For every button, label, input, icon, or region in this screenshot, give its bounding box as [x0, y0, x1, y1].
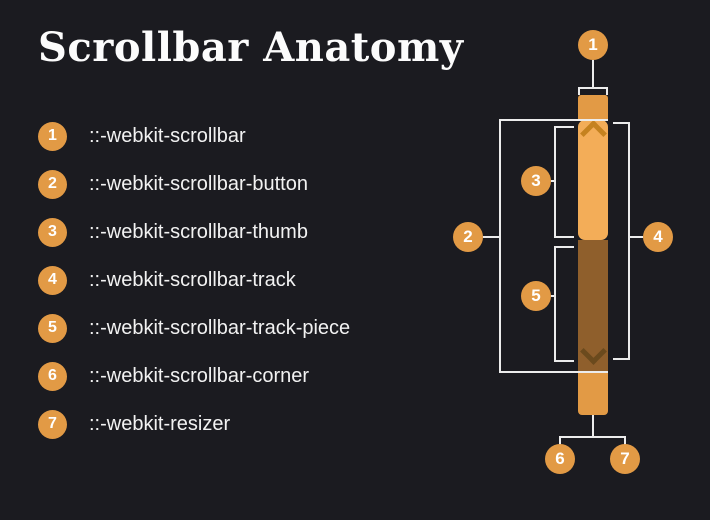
legend-item-number-badge: 3 — [38, 217, 67, 247]
legend-item-number-badge: 6 — [38, 361, 67, 391]
connector-line — [499, 119, 501, 373]
legend-item: 5 ::-webkit-scrollbar-track-piece — [38, 304, 350, 352]
connector-line — [554, 236, 574, 238]
connector-line — [554, 246, 556, 362]
legend-item: 1 ::-webkit-scrollbar — [38, 112, 350, 160]
connector-line — [554, 246, 574, 248]
legend-item-number-badge: 4 — [38, 265, 67, 295]
legend-item-label: ::-webkit-scrollbar-track — [89, 268, 296, 291]
connector-line — [499, 371, 608, 373]
connector-line — [613, 122, 630, 124]
connector-line — [554, 126, 556, 238]
page-title: Scrollbar Anatomy — [38, 24, 464, 71]
callout-2: 2 — [453, 222, 483, 252]
connector-line — [624, 436, 626, 445]
legend-item: 7 ::-webkit-resizer — [38, 400, 350, 448]
legend-item-label: ::-webkit-scrollbar-track-piece — [89, 316, 351, 339]
connector-line — [613, 358, 630, 360]
legend-item-label: ::-webkit-resizer — [89, 412, 231, 435]
legend-item-number-badge: 5 — [38, 313, 67, 343]
connector-line — [483, 236, 500, 238]
legend-item-number-badge: 2 — [38, 169, 67, 199]
connector-line — [551, 180, 556, 182]
connector-line — [578, 87, 608, 89]
legend-item-number-badge: 1 — [38, 121, 67, 151]
callout-5: 5 — [521, 281, 551, 311]
legend: 1 ::-webkit-scrollbar 2 ::-webkit-scroll… — [38, 112, 350, 448]
connector-line — [606, 87, 608, 95]
connector-line — [628, 122, 630, 360]
legend-item: 2 ::-webkit-scrollbar-button — [38, 160, 350, 208]
scrollbar-track-piece — [578, 240, 608, 372]
legend-item: 3 ::-webkit-scrollbar-thumb — [38, 208, 350, 256]
legend-item-number-badge: 7 — [38, 409, 67, 439]
scrollbar-bottom-button — [578, 372, 608, 415]
callout-3: 3 — [521, 166, 551, 196]
legend-item: 6 ::-webkit-scrollbar-corner — [38, 352, 350, 400]
scrollbar-thumb — [578, 120, 608, 240]
callout-4: 4 — [643, 222, 673, 252]
legend-item: 4 ::-webkit-scrollbar-track — [38, 256, 350, 304]
callout-1: 1 — [578, 30, 608, 60]
connector-line — [559, 436, 561, 445]
connector-line — [578, 87, 580, 95]
legend-item-label: ::-webkit-scrollbar — [89, 124, 246, 147]
connector-line — [559, 436, 626, 438]
callout-7: 7 — [610, 444, 640, 474]
legend-item-label: ::-webkit-scrollbar-button — [89, 172, 308, 195]
callout-6: 6 — [545, 444, 575, 474]
connector-line — [554, 126, 574, 128]
connector-line — [551, 295, 556, 297]
legend-item-label: ::-webkit-scrollbar-thumb — [89, 220, 308, 243]
scrollbar-top-button — [578, 95, 608, 120]
connector-line — [554, 360, 574, 362]
connector-line — [630, 236, 643, 238]
legend-item-label: ::-webkit-scrollbar-corner — [89, 364, 310, 387]
connector-line — [592, 415, 594, 437]
connector-line — [592, 60, 594, 88]
connector-line — [499, 119, 608, 121]
